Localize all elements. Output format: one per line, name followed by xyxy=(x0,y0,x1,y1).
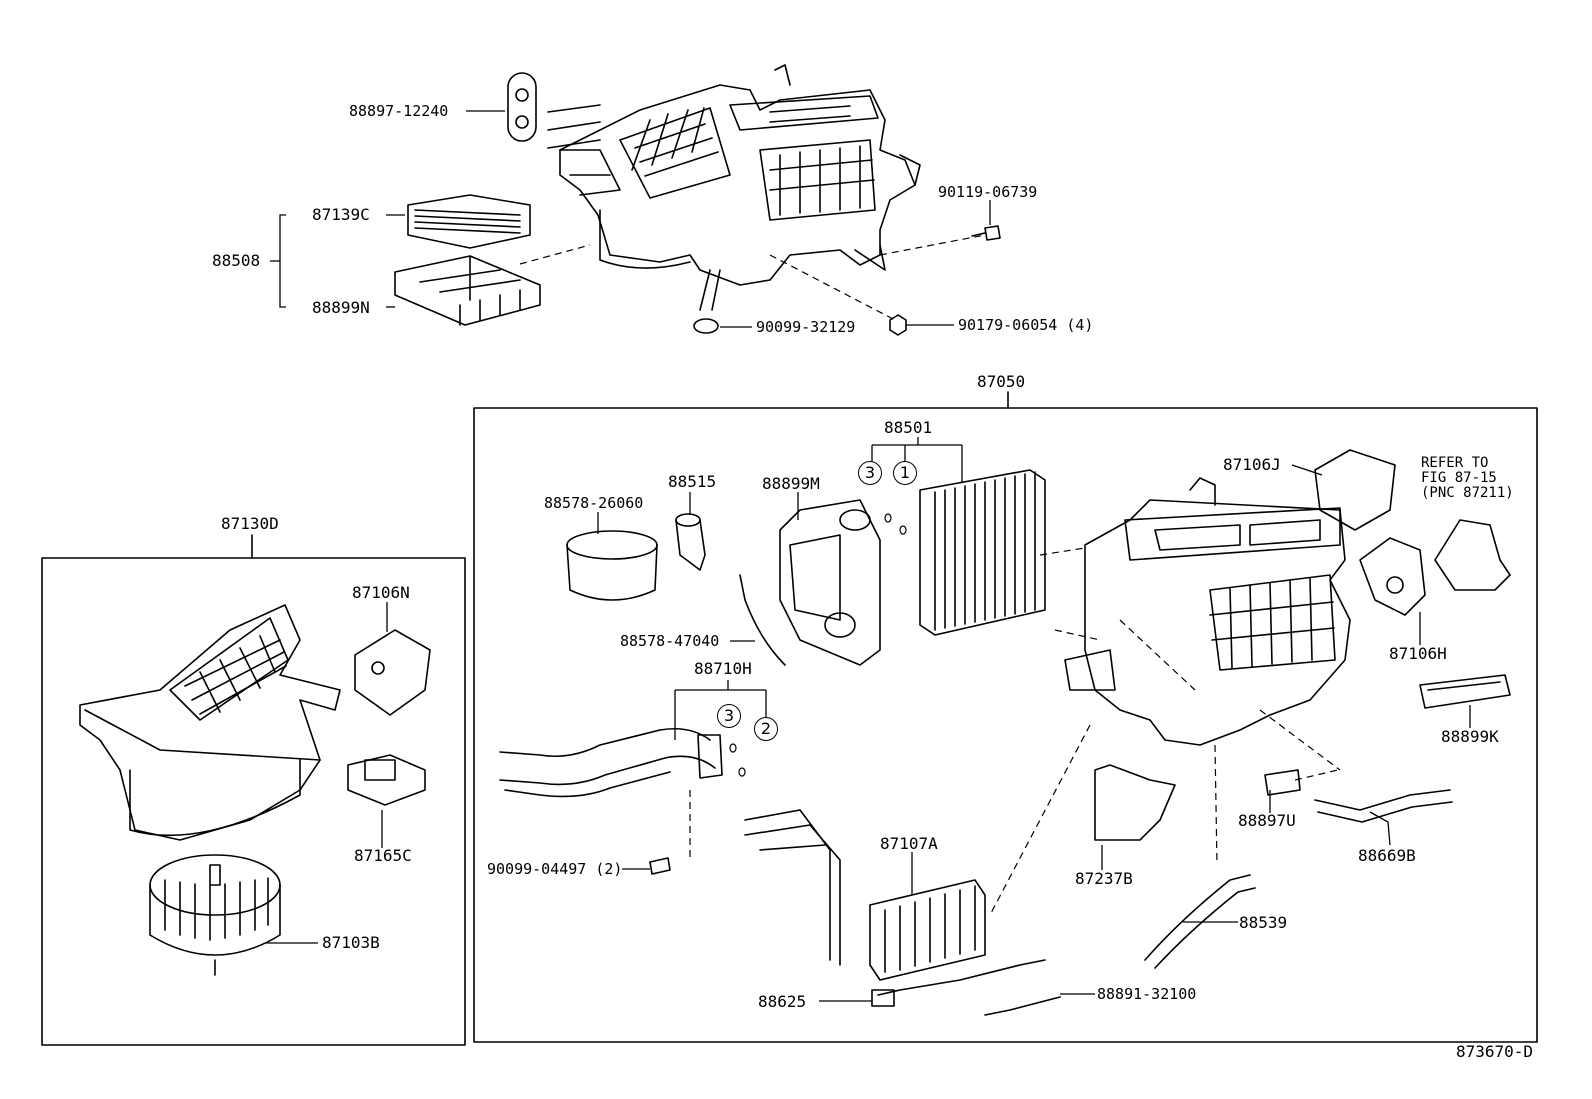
actuator-87106j xyxy=(1314,449,1396,531)
top-heater-unit xyxy=(559,64,921,311)
label-87107a[interactable]: 87107A xyxy=(880,834,938,853)
sensor-88897u xyxy=(1264,769,1301,796)
hose-88669b xyxy=(1314,789,1453,823)
filter-88899n xyxy=(394,255,541,326)
actuator-87106h xyxy=(1359,537,1426,616)
bolt-90119 xyxy=(971,225,1001,241)
label-88899k[interactable]: 88899K xyxy=(1441,727,1499,746)
label-88897u[interactable]: 88897U xyxy=(1238,811,1296,830)
blower-motor-87103b xyxy=(149,854,281,976)
heater-core-87107a xyxy=(744,809,986,981)
left-group-box xyxy=(41,557,466,1046)
label-87106n[interactable]: 87106N xyxy=(352,583,410,602)
label-87106j[interactable]: 87106J xyxy=(1223,455,1281,474)
label-87165c[interactable]: 87165C xyxy=(354,846,412,865)
label-87103b[interactable]: 87103B xyxy=(322,933,380,952)
seal-88899k xyxy=(1419,674,1511,709)
connector-88625 xyxy=(871,989,895,1007)
grommet-90099-32129 xyxy=(693,318,719,334)
label-90099-04497[interactable]: 90099-04497 (2) xyxy=(487,860,623,878)
cylinder-88578-26060 xyxy=(566,530,658,601)
label-90119-06739[interactable]: 90119-06739 xyxy=(938,183,1038,201)
label-88578-26060[interactable]: 88578-26060 xyxy=(544,494,644,512)
reference-note: REFER TO FIG 87-15 (PNC 87211) xyxy=(1421,455,1514,501)
sensor-88891-32100 xyxy=(984,996,1061,1016)
label-88625[interactable]: 88625 xyxy=(758,992,807,1011)
label-88508[interactable]: 88508 xyxy=(212,251,261,270)
right-group-box xyxy=(473,407,1538,1043)
label-87237b[interactable]: 87237B xyxy=(1075,869,1133,888)
callout-circle: 1 xyxy=(893,461,917,485)
gasket-part xyxy=(507,72,537,142)
hose-88578-47040 xyxy=(739,574,786,666)
bolt-90099-04497 xyxy=(649,857,671,875)
nut-90179 xyxy=(889,314,907,336)
label-88539[interactable]: 88539 xyxy=(1239,913,1288,932)
right-box-title[interactable]: 87050 xyxy=(977,372,1026,391)
callout-circle: 3 xyxy=(858,461,882,485)
label-88899n[interactable]: 88899N xyxy=(312,298,370,317)
duct-87237b xyxy=(1094,764,1176,841)
label-87106h[interactable]: 87106H xyxy=(1389,644,1447,663)
label-90179-06054[interactable]: 90179-06054 (4) xyxy=(958,316,1094,334)
actuator-87211-ref xyxy=(1434,519,1511,591)
label-88710h[interactable]: 88710H xyxy=(694,659,752,678)
hose-88539 xyxy=(1144,874,1256,969)
tubes-88710h xyxy=(499,727,723,798)
label-88515[interactable]: 88515 xyxy=(668,472,717,491)
label-88501[interactable]: 88501 xyxy=(884,418,933,437)
actuator-87106n xyxy=(354,629,431,716)
label-90099-32129[interactable]: 90099-32129 xyxy=(756,318,856,336)
label-87139c[interactable]: 87139C xyxy=(312,205,370,224)
callout-circle: 2 xyxy=(754,717,778,741)
figure-code: 873670-D xyxy=(1456,1042,1534,1061)
blower-housing xyxy=(79,604,341,841)
case-88899m xyxy=(779,499,881,666)
label-88578-47040[interactable]: 88578-47040 xyxy=(620,632,720,650)
left-box-title[interactable]: 87130D xyxy=(221,514,279,533)
label-88891-32100[interactable]: 88891-32100 xyxy=(1097,985,1197,1003)
label-88899m[interactable]: 88899M xyxy=(762,474,820,493)
evaporator-88501 xyxy=(919,469,1046,636)
label-88897-12240[interactable]: 88897-12240 xyxy=(349,102,449,120)
callout-circle: 3 xyxy=(717,704,741,728)
wire-88625 xyxy=(877,959,1046,996)
filter-87139c xyxy=(407,194,531,249)
air-conditioning-unit xyxy=(1064,477,1351,746)
resistor-87165c xyxy=(347,754,426,806)
label-88669b[interactable]: 88669B xyxy=(1358,846,1416,865)
valve-88515 xyxy=(675,513,706,571)
